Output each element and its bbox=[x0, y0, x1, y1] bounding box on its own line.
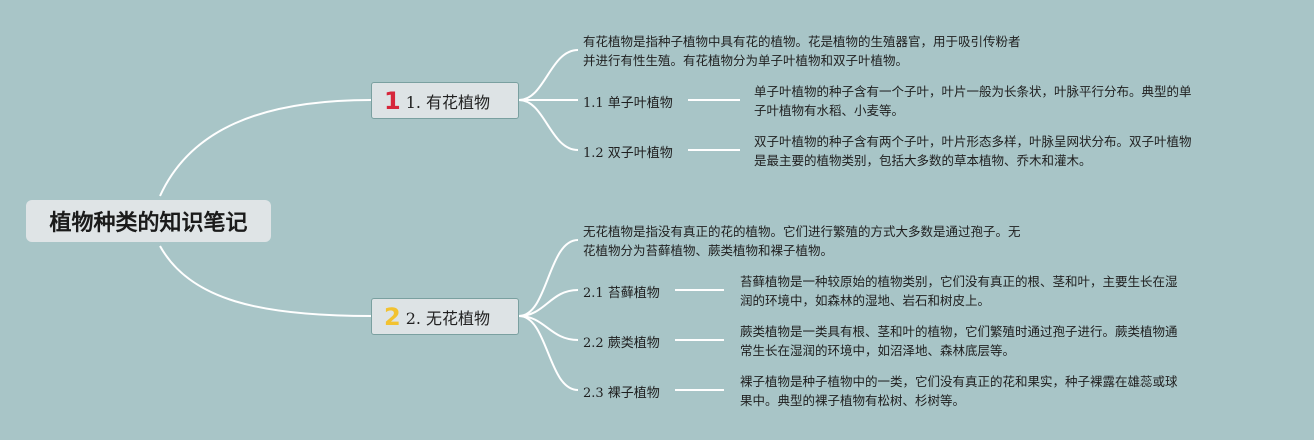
branch-label: 1. 有花植物 bbox=[405, 92, 491, 112]
text-line: 蕨类植物是一类具有根、茎和叶的植物，它们繁殖时通过孢子进行。蕨类植物通 bbox=[740, 324, 1178, 339]
subtopic-label: 2.1 苔藓植物 bbox=[583, 286, 660, 301]
branch1-summary[interactable]: 有花植物是指种子植物中具有花的植物。花是植物的生殖器官，用于吸引传粉者 并进行有… bbox=[583, 32, 1103, 70]
branch-flowering-plants[interactable]: 1 1. 有花植物 bbox=[371, 82, 519, 119]
gymnosperm-description[interactable]: 裸子植物是种子植物中的一类，它们没有真正的花和果实，种子裸露在雄蕊或球 果中。典… bbox=[740, 372, 1250, 410]
summary-line: 无花植物是指没有真正的花的植物。它们进行繁殖的方式大多数是通过孢子。无 bbox=[583, 224, 1021, 239]
subtopic-dicot[interactable]: 1.2 双子叶植物 bbox=[583, 142, 673, 161]
text-line: 润的环境中，如森林的湿地、岩石和树皮上。 bbox=[740, 293, 991, 308]
connector-b1-summary bbox=[518, 49, 579, 101]
subtopic-label: 2.2 蕨类植物 bbox=[583, 336, 660, 351]
subtopic-gymnosperm[interactable]: 2.3 裸子植物 bbox=[583, 382, 660, 401]
connector-root-branch1 bbox=[159, 99, 372, 197]
subtopic-fern[interactable]: 2.2 蕨类植物 bbox=[583, 332, 660, 351]
priority-1-icon: 1 bbox=[384, 86, 401, 115]
subtopic-moss[interactable]: 2.1 苔藓植物 bbox=[583, 282, 660, 301]
dicot-description[interactable]: 双子叶植物的种子含有两个子叶，叶片形态多样，叶脉呈网状分布。双子叶植物 是最主要… bbox=[754, 132, 1264, 170]
text-line: 子叶植物有水稻、小麦等。 bbox=[754, 103, 905, 118]
connector-root-branch2 bbox=[159, 245, 372, 317]
text-line: 双子叶植物的种子含有两个子叶，叶片形态多样，叶脉呈网状分布。双子叶植物 bbox=[754, 134, 1192, 149]
root-title: 植物种类的知识笔记 bbox=[49, 211, 248, 236]
summary-line: 花植物分为苔藓植物、蕨类植物和裸子植物。 bbox=[583, 243, 834, 258]
connector-b1-c2 bbox=[518, 99, 579, 151]
branch-nonflowering-plants[interactable]: 2 2. 无花植物 bbox=[371, 298, 519, 335]
text-line: 是最主要的植物类别，包括大多数的草本植物、乔木和灌木。 bbox=[754, 153, 1092, 168]
text-line: 果中。典型的裸子植物有松树、杉树等。 bbox=[740, 393, 966, 408]
text-line: 常生长在湿润的环境中，如沼泽地、森林底层等。 bbox=[740, 343, 1016, 358]
priority-2-icon: 2 bbox=[384, 302, 401, 331]
connector-b2-c3 bbox=[518, 315, 579, 391]
connector-b2-c1 bbox=[518, 289, 579, 317]
branch2-summary[interactable]: 无花植物是指没有真正的花的植物。它们进行繁殖的方式大多数是通过孢子。无 花植物分… bbox=[583, 222, 1103, 260]
subtopic-monocot[interactable]: 1.1 单子叶植物 bbox=[583, 92, 673, 111]
connector-b2-summary bbox=[518, 239, 579, 317]
root-topic[interactable]: 植物种类的知识笔记 bbox=[26, 200, 271, 242]
monocot-description[interactable]: 单子叶植物的种子含有一个子叶，叶片一般为长条状，叶脉平行分布。典型的单 子叶植物… bbox=[754, 82, 1264, 120]
summary-line: 有花植物是指种子植物中具有花的植物。花是植物的生殖器官，用于吸引传粉者 bbox=[583, 34, 1021, 49]
summary-line: 并进行有性生殖。有花植物分为单子叶植物和双子叶植物。 bbox=[583, 53, 909, 68]
subtopic-label: 2.3 裸子植物 bbox=[583, 386, 660, 401]
fern-description[interactable]: 蕨类植物是一类具有根、茎和叶的植物，它们繁殖时通过孢子进行。蕨类植物通 常生长在… bbox=[740, 322, 1250, 360]
text-line: 裸子植物是种子植物中的一类，它们没有真正的花和果实，种子裸露在雄蕊或球 bbox=[740, 374, 1178, 389]
text-line: 单子叶植物的种子含有一个子叶，叶片一般为长条状，叶脉平行分布。典型的单 bbox=[754, 84, 1192, 99]
subtopic-label: 1.1 单子叶植物 bbox=[583, 96, 673, 111]
text-line: 苔藓植物是一种较原始的植物类别，它们没有真正的根、茎和叶，主要生长在湿 bbox=[740, 274, 1178, 289]
branch-label: 2. 无花植物 bbox=[405, 308, 491, 328]
subtopic-label: 1.2 双子叶植物 bbox=[583, 146, 673, 161]
moss-description[interactable]: 苔藓植物是一种较原始的植物类别，它们没有真正的根、茎和叶，主要生长在湿 润的环境… bbox=[740, 272, 1250, 310]
